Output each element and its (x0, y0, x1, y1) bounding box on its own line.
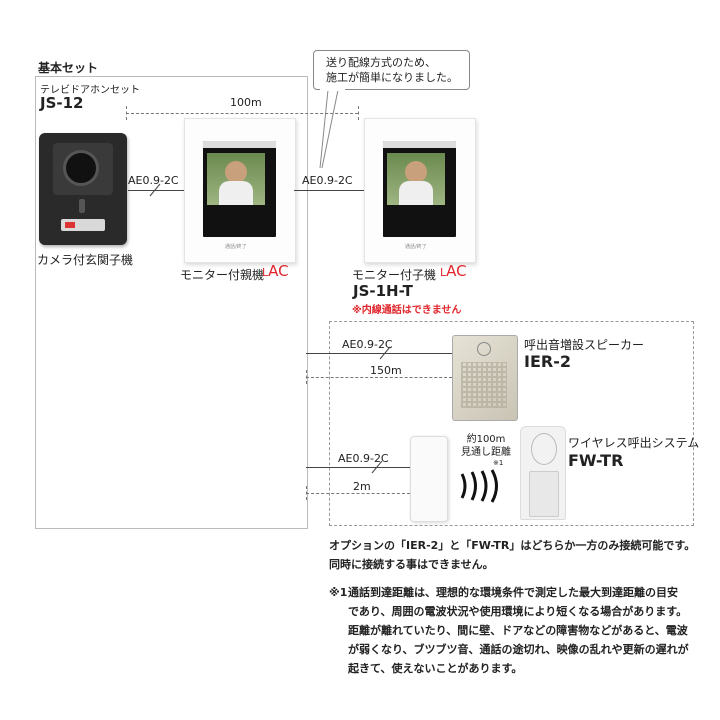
power-plug-icon: ᒪ (440, 266, 447, 279)
callout-line2: 施工が簡単になりました。 (326, 71, 458, 84)
master-label: モニター付親機 (180, 268, 265, 282)
master-screen (203, 141, 276, 237)
sub-model: JS-1H-T (353, 282, 413, 300)
dim-label-100m: 100m (230, 96, 262, 109)
option-frame (329, 321, 694, 526)
dim-line-100m (126, 113, 358, 114)
master-power: ᒪAC (262, 262, 289, 280)
wireless-transmitter (410, 436, 448, 522)
power-plug-icon: ᒪ (262, 266, 269, 279)
speaker-label: 呼出音増設スピーカー (524, 338, 645, 352)
footnote-body: 通話到達距離は、理想的な環境条件で測定した最大到達距離の目安 であり、周囲の電波… (348, 586, 689, 675)
cable-label-d: AE0.9-2C (338, 452, 389, 465)
cable-speaker (306, 353, 452, 354)
sub-talk-button: 通話/終了 (405, 244, 427, 250)
range-note-mark: ※1 (493, 459, 504, 467)
sub-screen (383, 141, 456, 237)
call-button (61, 219, 105, 231)
wireless-receiver (520, 426, 566, 520)
cable-entrance-master (128, 190, 184, 191)
dim-label-2m: 2m (353, 480, 371, 493)
sub-label: モニター付子機 (352, 268, 437, 282)
basic-set-model: JS-12 (40, 94, 84, 112)
product-line-label: テレビドアホンセット (40, 85, 140, 96)
basic-set-frame (35, 76, 308, 529)
speaker-grille-icon (461, 362, 507, 408)
master-monitor: 通話/終了 (184, 118, 296, 263)
entrance-label: カメラ付玄関子機 (37, 253, 134, 267)
callout-pointer (319, 89, 345, 169)
sub-monitor: 通話/終了 (364, 118, 476, 263)
wireless-range: 約100m 見通し距離 (461, 434, 511, 458)
wireless-model: FW-TR (568, 451, 624, 470)
callout-line1: 送り配線方式のため、 (326, 56, 436, 69)
radio-wave-icon (460, 469, 498, 503)
person-image (225, 161, 247, 183)
person-image (405, 161, 427, 183)
dim-label-150m: 150m (370, 364, 402, 377)
entrance-station (39, 133, 127, 245)
camera-lens-icon (63, 150, 99, 186)
cable-label-a: AE0.9-2C (128, 174, 179, 187)
sub-warning: ※内線通話はできません (352, 305, 462, 316)
callout-bubble: 送り配線方式のため、 施工が簡単になりました。 (313, 50, 470, 90)
dim-line-2m (306, 493, 410, 494)
cable-label-c: AE0.9-2C (342, 338, 393, 351)
speaker-device (452, 335, 518, 421)
dim-line-150m (306, 377, 452, 378)
footnote-mark: ※1 (329, 586, 348, 599)
speaker-model: IER-2 (524, 352, 571, 371)
sub-power: ᒪAC (440, 262, 467, 280)
basic-set-heading: 基本セット (38, 61, 99, 75)
cable-wireless (306, 467, 410, 468)
master-talk-button: 通話/終了 (225, 244, 247, 250)
wireless-label: ワイヤレス呼出システム (568, 436, 700, 450)
cable-label-b: AE0.9-2C (302, 174, 353, 187)
cable-master-sub (294, 190, 364, 191)
option-note: オプションの「IER-2」と「FW-TR」はどちらか一方のみ接続可能です。 同時… (329, 539, 696, 571)
